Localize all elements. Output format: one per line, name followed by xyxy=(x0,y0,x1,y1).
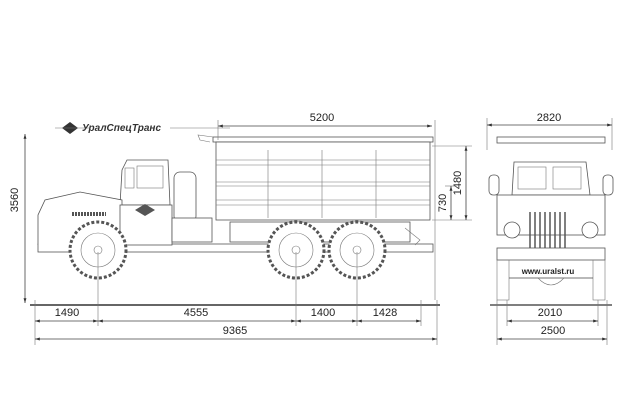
spare-wheel xyxy=(173,171,197,223)
side-dimensions: 3560 5200 1480 730 1490 4555 1400 1428 9… xyxy=(9,112,472,345)
dim-wheelbase-front: 4555 xyxy=(184,307,208,319)
dim-side-board-height: 730 xyxy=(437,194,449,212)
dim-overall-height: 3560 xyxy=(9,188,21,212)
dim-overall-width: 2500 xyxy=(541,325,565,337)
headlight-right xyxy=(581,221,599,239)
front-bumper xyxy=(496,247,606,261)
headlight-left xyxy=(503,221,521,239)
company-logo: УралСпецТранс xyxy=(55,122,230,134)
dim-body-height: 1480 xyxy=(452,171,464,195)
dim-rear-overhang: 1428 xyxy=(373,307,397,319)
dim-body-width: 2820 xyxy=(537,112,561,124)
front-dimensions: 2820 2010 2500 xyxy=(486,112,613,345)
dim-track: 2010 xyxy=(538,307,562,319)
truck-side-view xyxy=(37,134,434,280)
dim-front-overhang: 1490 xyxy=(55,307,79,319)
dim-overall-length: 9365 xyxy=(223,325,247,337)
truck-front-view: www.uralst.ru xyxy=(488,136,614,306)
cargo-body xyxy=(215,141,431,221)
dim-body-length: 5200 xyxy=(310,112,334,124)
dim-wheelbase-rear: 1400 xyxy=(311,307,335,319)
website-url: www.uralst.ru xyxy=(521,267,575,276)
cab xyxy=(119,159,171,206)
rear-wheel xyxy=(327,220,387,280)
logo-text: УралСпецТранс xyxy=(82,123,161,134)
